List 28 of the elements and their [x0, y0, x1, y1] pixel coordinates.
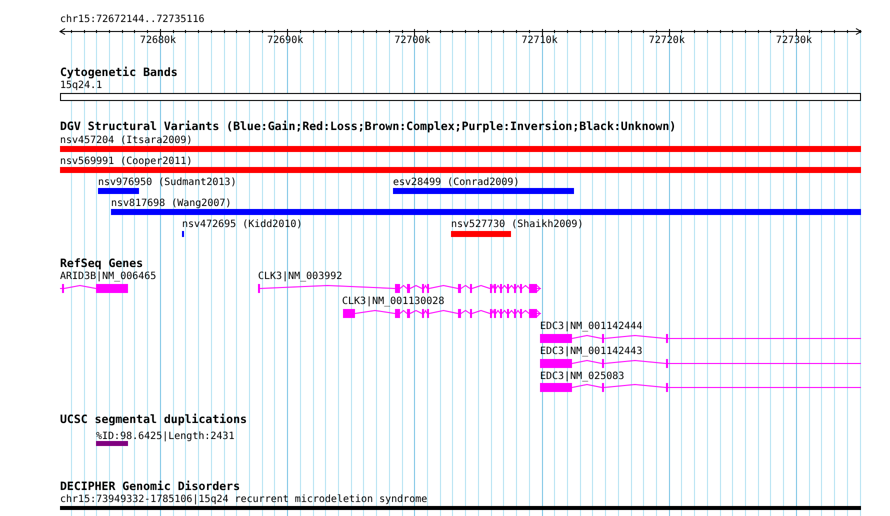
feature-label: nsv976950 (Sudmant2013)	[98, 177, 236, 188]
feature-label: nsv472695 (Kidd2010)	[182, 219, 302, 230]
track-heading: DECIPHER Genomic Disorders	[60, 481, 240, 492]
tick-label: 72710k	[522, 35, 558, 46]
feature-label: 15q24.1	[60, 80, 104, 91]
tick-label: 72690k	[267, 35, 304, 46]
track-heading: UCSC segmental duplications	[60, 414, 247, 425]
feature-label: nsv817698 (Wang2007)	[111, 198, 232, 209]
track-heading: Cytogenetic Bands	[60, 67, 178, 78]
tick-label: 72720k	[648, 35, 685, 46]
feature-label: EDC3|NM_001142444	[540, 321, 644, 332]
feature-label: nsv527730 (Shaikh2009)	[451, 219, 584, 230]
feature-label: CLK3|NM_001130028	[342, 296, 446, 307]
coordinate-range: chr15:72672144..72735116	[60, 14, 204, 25]
feature-label: nsv569991 (Cooper2011)	[60, 156, 194, 167]
tick-label: 72730k	[776, 35, 812, 46]
tick-label: 72680k	[140, 35, 176, 46]
tick-label: 72700k	[394, 35, 430, 46]
feature-label: chr15:73949332-1785106|15q24 recurrent microdeletion syndrome	[60, 494, 428, 505]
feature-label: EDC3|NM_025083	[540, 371, 626, 382]
feature-label: esv28499 (Conrad2009)	[393, 177, 520, 188]
feature-label: ARID3B|NM_006465	[60, 271, 156, 282]
feature-label: CLK3|NM_003992	[258, 271, 344, 282]
feature-label: EDC3|NM_001142443	[540, 346, 644, 357]
track-heading: DGV Structural Variants (Blue:Gain;Red:Loss;Brown:Complex;Purple:Inversion;Black:Unknown)	[60, 121, 676, 132]
track-heading: RefSeq Genes	[60, 258, 144, 269]
feature-label: nsv457204 (Itsara2009)	[60, 135, 194, 146]
feature-label: %ID:98.6425|Length:2431	[96, 431, 234, 442]
